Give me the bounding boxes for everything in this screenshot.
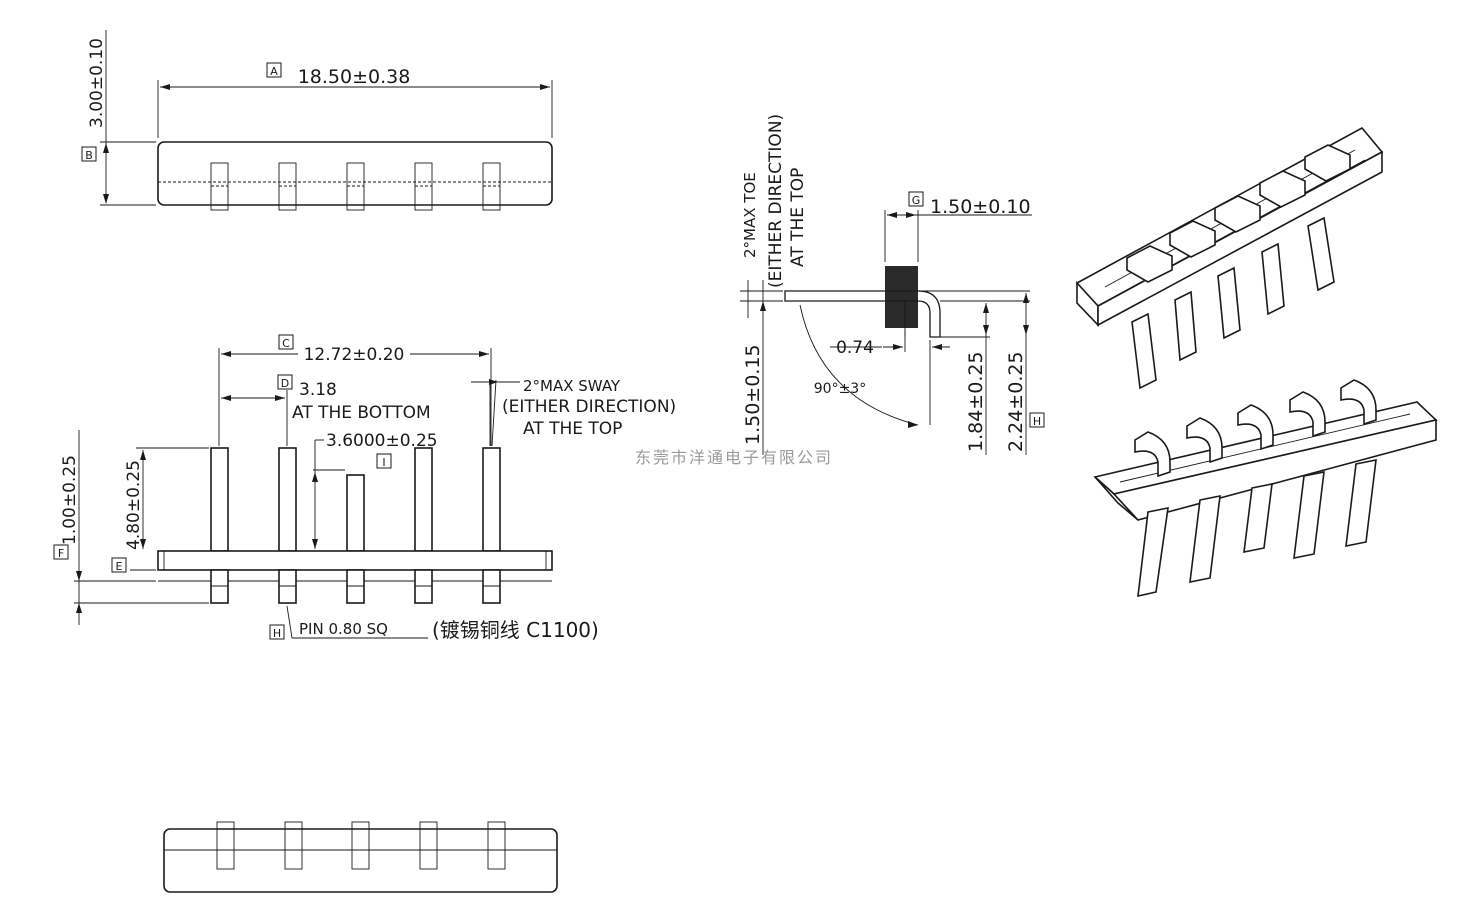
isometric-view-top — [1075, 126, 1384, 390]
g-dimension: 1.50±0.10 — [930, 196, 1031, 218]
left-dimension: 1.50±0.15 — [742, 344, 764, 445]
label-d: D — [281, 377, 289, 390]
pin-height-dimension: 4.80±0.25 — [124, 460, 144, 550]
pitch-dimension: 12.72±0.20 — [304, 345, 405, 365]
label-c: C — [282, 337, 290, 350]
sway-note-line3: AT THE TOP — [523, 419, 622, 439]
pin-spec: PIN 0.80 SQ — [299, 620, 388, 638]
angle-dimension: 90°±3° — [814, 381, 866, 397]
h1-dimension: 1.84±0.25 — [965, 351, 987, 452]
label-e: E — [116, 560, 123, 573]
first-pin-note: AT THE BOTTOM — [292, 403, 431, 423]
pin-bottom-dimension: 1.00±0.25 — [60, 455, 80, 545]
bottom-view — [163, 821, 558, 893]
label-h: H — [273, 627, 281, 640]
offset-dimension: 0.74 — [836, 338, 874, 358]
height-dimension: 3.00±0.10 — [87, 38, 107, 128]
front-view: C 12.72±0.20 D 3.18 AT THE BOTTOM 3.6000… — [53, 334, 676, 642]
label-h-side: H — [1033, 415, 1041, 428]
label-a: A — [270, 65, 278, 78]
sway-note-line2: (EITHER DIRECTION) — [502, 397, 676, 417]
sway-note-line1: 2°MAX SWAY — [523, 377, 621, 395]
toe-note-line1: 2°MAX TOE — [741, 172, 759, 258]
label-g: G — [912, 194, 921, 207]
h2-dimension: 2.24±0.25 — [1005, 351, 1027, 452]
center-pin-dimension: 3.6000±0.25 — [326, 431, 438, 451]
toe-note-line3: AT THE TOP — [788, 168, 808, 267]
label-f: F — [58, 547, 64, 560]
isometric-view-bottom — [1093, 379, 1438, 598]
toe-note-line2: (EITHER DIRECTION) — [766, 114, 786, 288]
top-view-pins — [210, 162, 501, 211]
watermark: 东莞市洋通电子有限公司 — [635, 448, 833, 467]
first-pin-dimension: 3.18 — [299, 380, 337, 400]
pin-material: (镀锡铜线 C1100) — [432, 618, 599, 642]
label-i: I — [382, 456, 385, 469]
side-view: G 1.50±0.10 0.74 90°±3° 1.50±0.15 2°MAX … — [740, 114, 1045, 455]
width-dimension: 18.50±0.38 — [298, 66, 411, 88]
top-view: A 18.50±0.38 3.00±0.10 B — [81, 30, 553, 211]
label-b: B — [85, 149, 93, 162]
